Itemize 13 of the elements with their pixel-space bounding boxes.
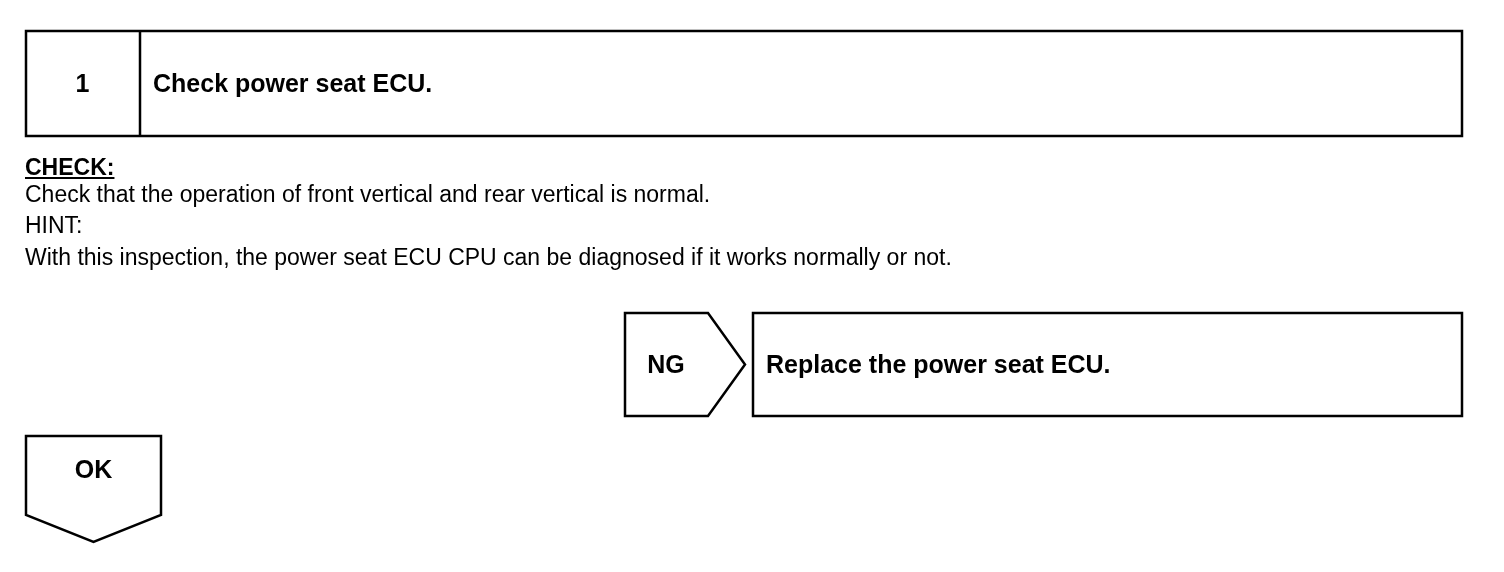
step-header: [25, 30, 1463, 137]
result-label: OK: [73, 455, 114, 484]
result-label: NG: [646, 349, 686, 379]
hint-heading: HINT:: [25, 212, 83, 239]
hint-text: With this inspection, the power seat ECU CPU can be diagnosed if it works normally or not.: [25, 244, 952, 271]
section-heading: CHECK:: [25, 154, 115, 181]
step-number: 1: [74, 68, 91, 98]
step-title: Check power seat ECU.: [153, 68, 433, 98]
result-tab: [624, 312, 746, 417]
result-tab: [25, 435, 162, 543]
step-title: Replace the power seat ECU.: [766, 349, 1111, 379]
action-box: [752, 312, 1463, 417]
instruction-text: Check that the operation of front vertical and rear vertical is normal.: [25, 181, 711, 208]
